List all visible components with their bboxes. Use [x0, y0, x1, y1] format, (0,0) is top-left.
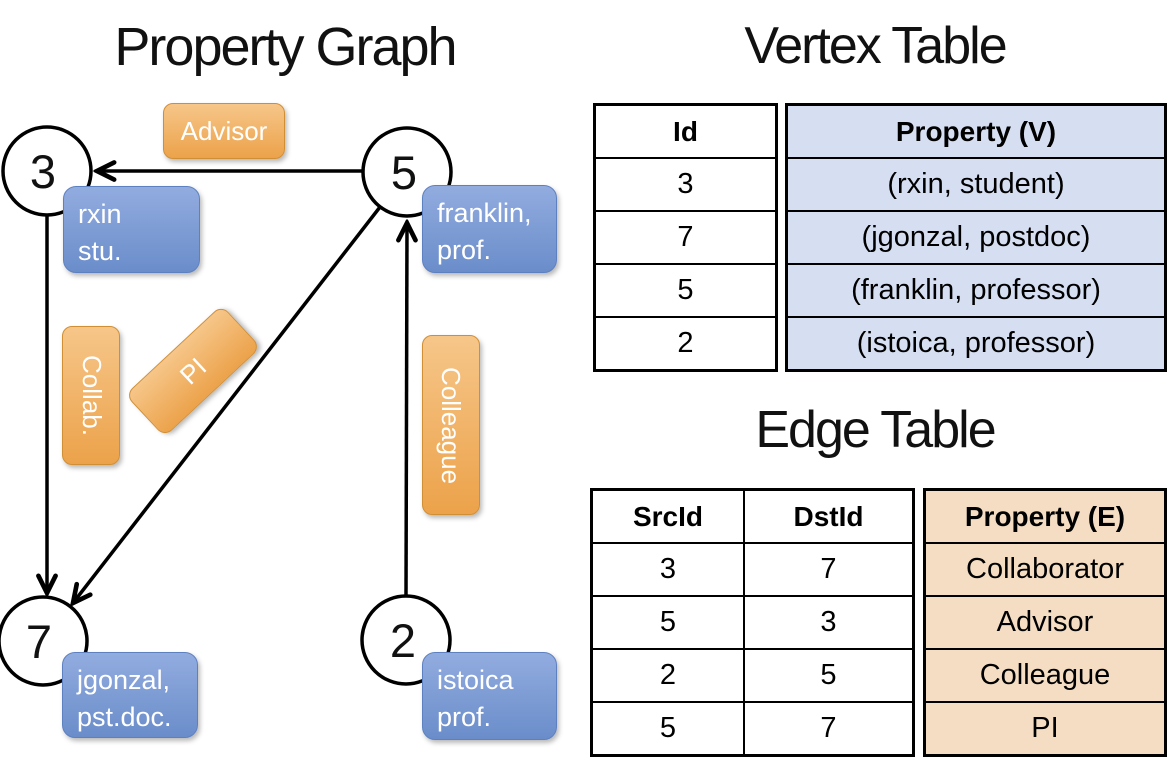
- property-line: stu.: [78, 236, 122, 266]
- edge-label-text: Collab.: [76, 355, 107, 436]
- vertex-table-property-cell: (rxin, student): [788, 157, 1164, 210]
- vertex-table-header-id: Id: [673, 115, 698, 147]
- edge-label-colleague: Colleague: [422, 335, 480, 515]
- vertex-table-id-cell: 3: [596, 157, 775, 210]
- vertex-table-property-cell: (franklin, professor): [788, 263, 1164, 316]
- property-line: istoica: [437, 665, 514, 695]
- edge-table-srcid-cell: 2: [659, 659, 677, 691]
- property-line: prof.: [437, 235, 492, 265]
- edge-table-header-property: Property (E): [926, 491, 1164, 542]
- edge-table-header-srcid: SrcId: [632, 500, 704, 532]
- edge-label-text: PI: [173, 351, 212, 390]
- edge-table-property-cell: PI: [926, 701, 1164, 754]
- vertex-table-id-cell: 5: [596, 263, 775, 316]
- edge-table-property-cell: Advisor: [926, 595, 1164, 648]
- vertex-id-label: 5: [391, 146, 417, 199]
- edge-table-id-columns: SrcId DstId 3 7 5 3 2 5 5 7: [590, 488, 915, 757]
- vertex-property-box-5: franklin, prof.: [422, 185, 557, 273]
- edge-table-title: Edge Table: [755, 401, 996, 459]
- vertex-property-box-7: jgonzal, pst.doc.: [62, 652, 198, 738]
- vertex-table-property-cell: (jgonzal, postdoc): [788, 210, 1164, 263]
- edge-label-advisor: Advisor: [163, 103, 285, 159]
- edge-table-dstid-cell: 3: [743, 597, 912, 648]
- edge-label-text: Colleague: [436, 366, 467, 484]
- edge-label-collab: Collab.: [62, 326, 120, 465]
- edge-label-text: Advisor: [180, 115, 268, 146]
- property-graph-title: Property Graph: [114, 17, 457, 77]
- vertex-table-property-cell: (istoica, professor): [788, 316, 1164, 369]
- edge-table-dstid-cell: 5: [743, 650, 912, 701]
- property-line: rxin: [78, 199, 122, 229]
- edge-table-dstid-cell: 7: [743, 544, 912, 595]
- property-line: franklin,: [437, 198, 532, 228]
- vertex-table-title: Vertex Table: [744, 17, 1007, 75]
- edge-table-property-cell: Collaborator: [926, 542, 1164, 595]
- vertex-table-id-cell: 7: [596, 210, 775, 263]
- edge-table-srcid-cell: 5: [659, 606, 677, 638]
- vertex-table-property-column: Property (V) (rxin, student) (jgonzal, p…: [785, 103, 1167, 372]
- vertex-table-id-column: Id 3 7 5 2: [593, 103, 778, 372]
- edge-table-srcid-cell: 3: [659, 553, 677, 585]
- vertex-id-label: 7: [26, 615, 52, 668]
- property-graph-diagram: 3 5 7 2: [0, 125, 453, 687]
- property-line: jgonzal,: [77, 665, 171, 695]
- property-line: prof.: [437, 702, 492, 732]
- edge-line-colleague-2-to-5: [406, 223, 407, 598]
- vertex-table-header-property: Property (V): [788, 106, 1164, 157]
- edge-table-property-column: Property (E) Collaborator Advisor Collea…: [923, 488, 1167, 757]
- property-line: pst.doc.: [77, 702, 172, 732]
- vertex-id-label: 3: [30, 145, 56, 198]
- edge-table-header-dstid: DstId: [743, 491, 912, 542]
- edge-line-pi-5-to-7: [73, 205, 382, 603]
- edge-table-property-cell: Colleague: [926, 648, 1164, 701]
- vertex-property-box-3: rxin stu.: [63, 186, 200, 273]
- edge-table-dstid-cell: 7: [743, 703, 912, 754]
- vertex-table-id-cell: 2: [596, 316, 775, 369]
- vertex-id-label: 2: [390, 614, 416, 667]
- edge-table-srcid-cell: 5: [659, 712, 677, 744]
- vertex-property-box-2: istoica prof.: [422, 652, 557, 740]
